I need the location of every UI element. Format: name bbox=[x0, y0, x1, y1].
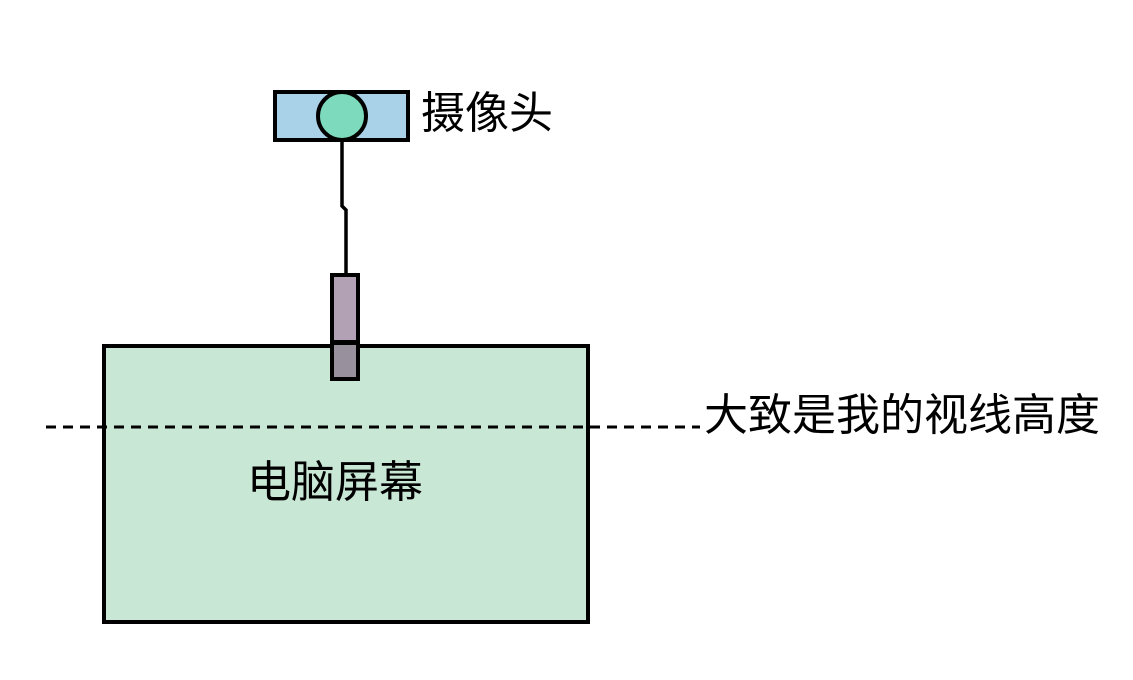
webcam-label: 摄像头 bbox=[421, 89, 553, 138]
screen-label: 电脑屏幕 bbox=[247, 458, 423, 507]
webcam-stand-lower bbox=[330, 341, 360, 381]
webcam-lens-icon bbox=[316, 90, 368, 142]
webcam-stand-upper bbox=[330, 273, 360, 344]
eyeline-label: 大致是我的视线高度 bbox=[704, 391, 1100, 440]
webcam-wire-line bbox=[340, 142, 348, 273]
